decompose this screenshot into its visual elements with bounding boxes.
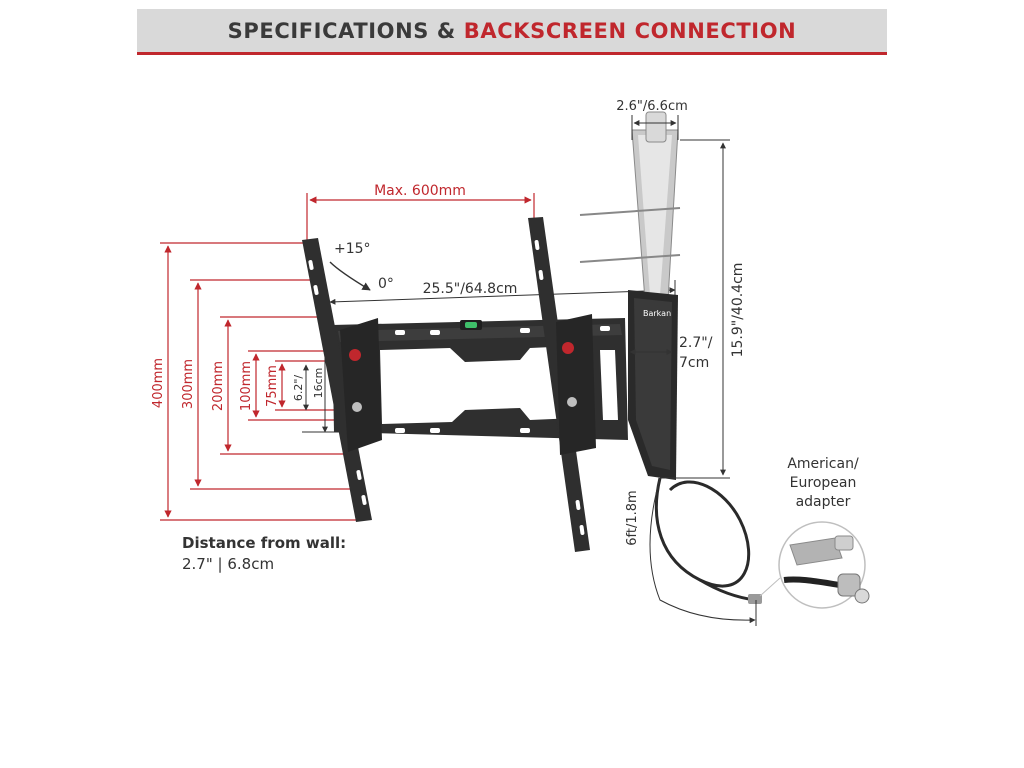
antenna-width-label: 25.5"/64.8cm xyxy=(423,281,518,297)
antenna-depth-label-2: 7cm xyxy=(679,355,709,371)
vesa-100-label: 100mm xyxy=(239,361,254,411)
antenna-height-label: 15.9"/40.4cm xyxy=(730,263,746,358)
vesa-200-label: 200mm xyxy=(211,361,226,411)
header-banner: SPECIFICATIONS & BACKSCREEN CONNECTION xyxy=(137,9,887,55)
wall-mount xyxy=(302,217,628,552)
antenna-top-width-label: 2.6"/6.6cm xyxy=(616,99,688,114)
adapter-label-line3: adapter xyxy=(796,494,851,510)
adapter-circle xyxy=(759,521,870,609)
depth-small-label-2: 16cm xyxy=(312,368,325,399)
title-part-backscreen: BACKSCREEN CONNECTION xyxy=(463,19,797,43)
wall-distance-value: 2.7" | 6.8cm xyxy=(182,555,275,573)
antenna-cable xyxy=(654,477,751,588)
antenna-dimension-lines xyxy=(629,115,757,626)
cable-length-label: 6ft/1.8m xyxy=(625,490,640,545)
adapter-label-line2: European xyxy=(790,475,857,491)
page-title: SPECIFICATIONS & BACKSCREEN CONNECTION xyxy=(137,9,887,52)
vesa-300-label: 300mm xyxy=(181,359,196,409)
antenna: Barkan xyxy=(579,111,762,604)
tilt-up-label: +15° xyxy=(334,241,371,257)
title-part-specifications: SPECIFICATIONS & xyxy=(227,19,464,43)
wall-distance-note: Distance from wall: 2.7" | 6.8cm xyxy=(182,533,346,575)
depth-small-label: 6.2"/ xyxy=(292,375,305,402)
adapter-label-line1: American/ xyxy=(787,456,859,472)
tilt-arc xyxy=(329,261,371,291)
brand-logo: Barkan xyxy=(643,309,671,318)
vesa-75-label: 75mm xyxy=(265,365,280,407)
vesa-400-label: 400mm xyxy=(151,358,166,408)
antenna-width-line xyxy=(329,287,676,305)
max-width-label: Max. 600mm xyxy=(374,183,466,199)
wall-distance-heading: Distance from wall: xyxy=(182,534,347,552)
antenna-depth-label: 2.7"/ xyxy=(679,335,713,351)
tilt-zero-label: 0° xyxy=(378,276,394,292)
